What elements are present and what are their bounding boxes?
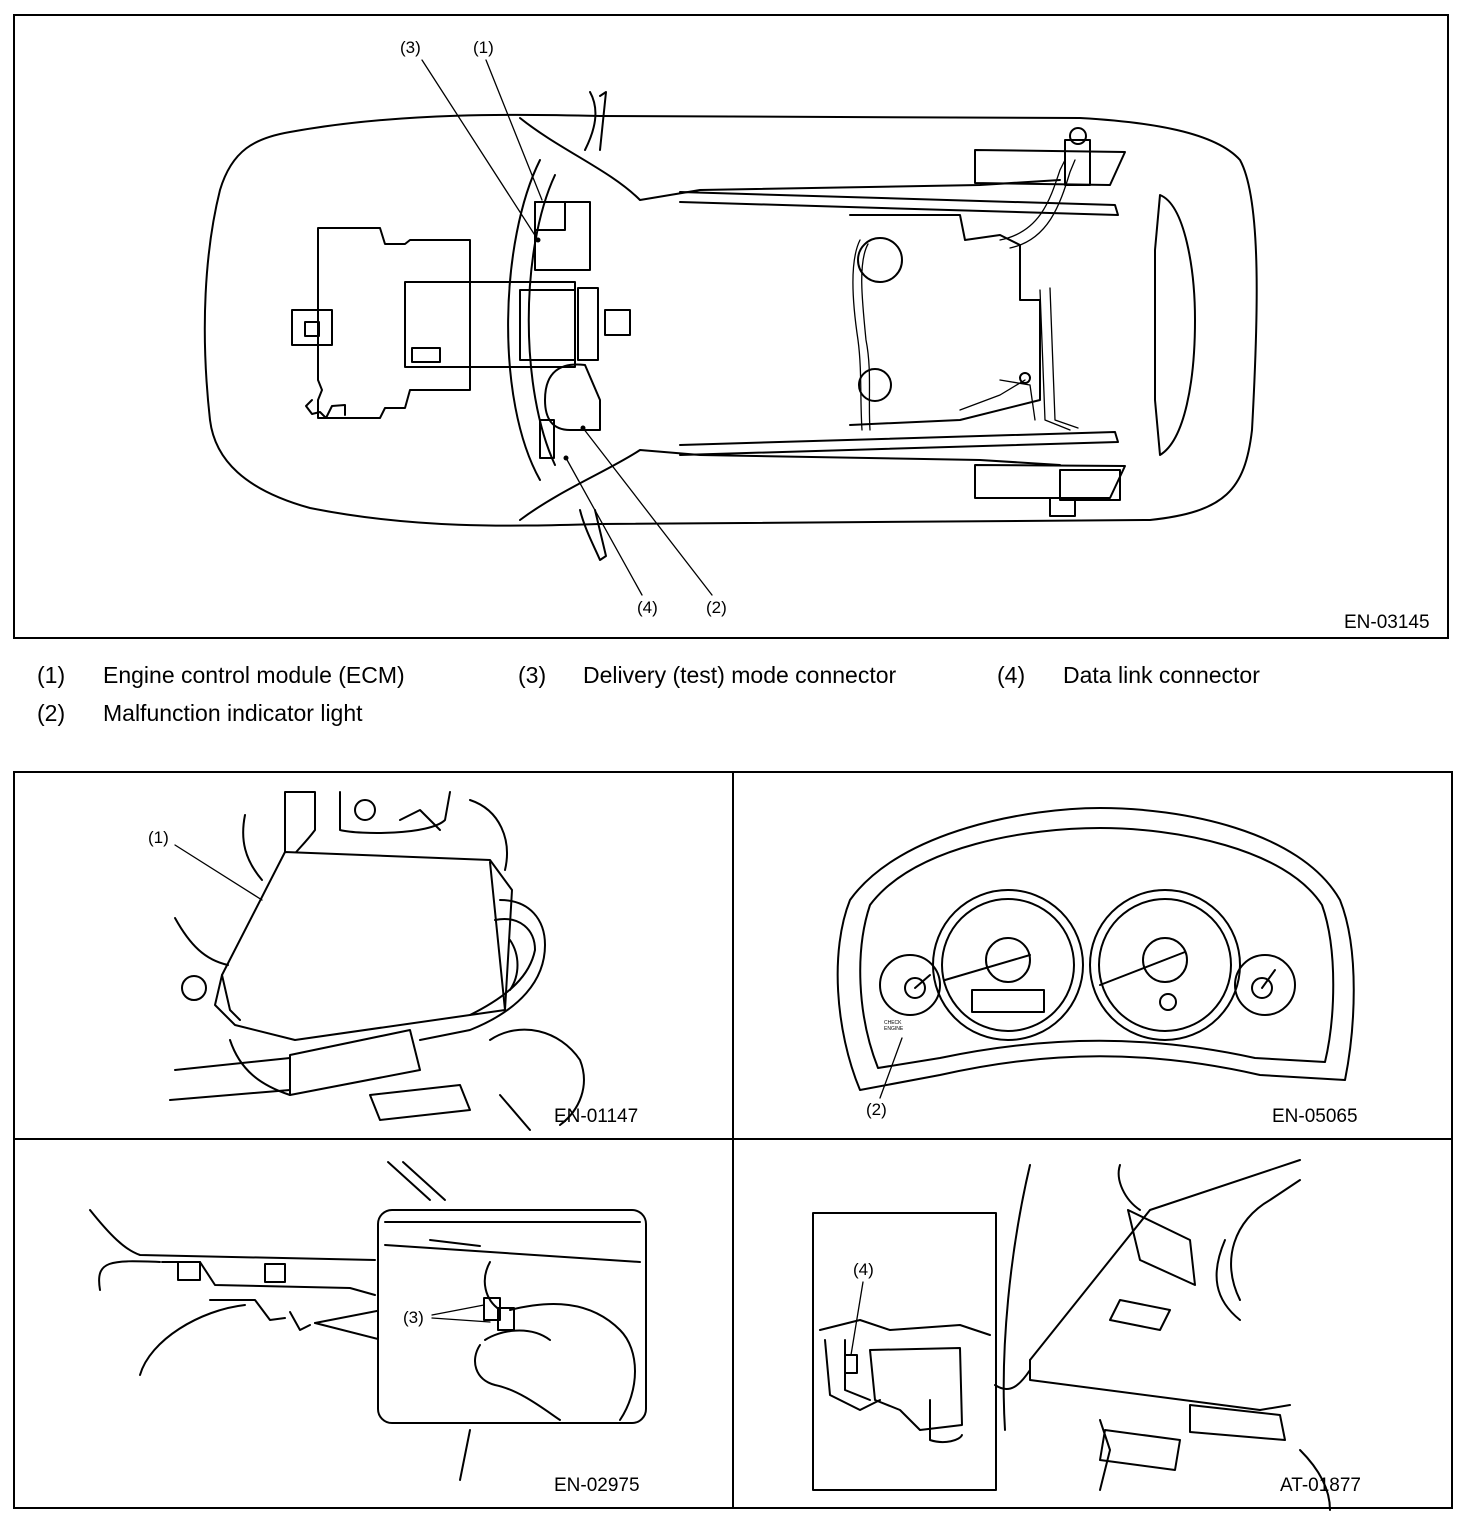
legend-num: (1) xyxy=(37,662,66,688)
panel-ecm-code: EN-01147 xyxy=(554,1106,639,1127)
vehicle-top-view-illustration xyxy=(203,59,1258,596)
legend-text: Data link connector xyxy=(1063,662,1260,688)
main-figure-code: EN-03145 xyxy=(1344,612,1430,633)
ecm-illustration xyxy=(169,791,585,1131)
grid-divider-vertical xyxy=(732,771,734,1509)
legend-num: (2) xyxy=(37,700,66,726)
panel-delivery-code: EN-02975 xyxy=(554,1475,640,1496)
legend-text: Engine control module (ECM) xyxy=(103,662,405,688)
main-figure-frame xyxy=(13,14,1449,639)
main-callout-3: (3) xyxy=(400,38,421,57)
main-callout-1: (1) xyxy=(473,38,494,57)
panel-delivery-callout: (3) xyxy=(403,1308,424,1327)
delivery-connector-illustration xyxy=(89,1161,647,1481)
data-link-connector-illustration xyxy=(812,1159,1331,1511)
instrument-cluster-illustration xyxy=(836,807,1355,1099)
panel-mil-warning-text: CHECK ENGINE xyxy=(884,1020,904,1032)
main-callout-2: (2) xyxy=(706,598,727,617)
legend-num: (3) xyxy=(518,662,547,688)
main-callout-4: (4) xyxy=(637,598,658,617)
panel-ecm-callout: (1) xyxy=(148,828,169,847)
panel-mil-callout: (2) xyxy=(866,1100,887,1119)
legend-num: (4) xyxy=(997,662,1026,688)
panel-dlc-code: AT-01877 xyxy=(1280,1475,1361,1496)
grid-divider-horizontal xyxy=(13,1138,1453,1140)
panel-dlc-callout: (4) xyxy=(853,1260,874,1279)
panel-mil-code: EN-05065 xyxy=(1272,1106,1358,1127)
legend-text: Malfunction indicator light xyxy=(103,700,363,726)
legend-text: Delivery (test) mode connector xyxy=(583,662,897,688)
